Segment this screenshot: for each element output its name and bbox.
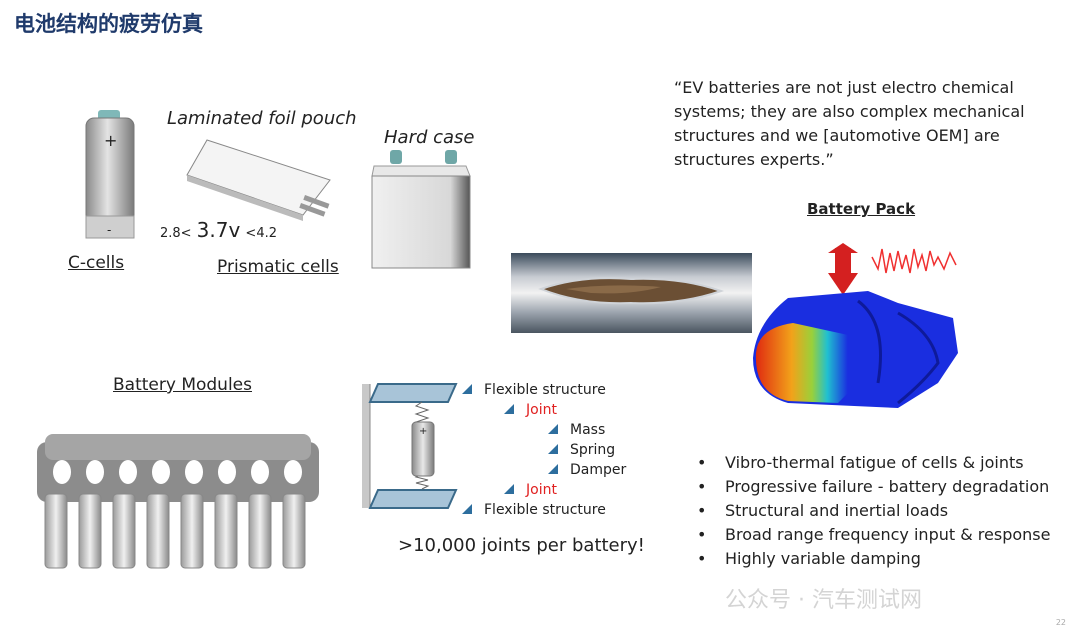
cell-minus-sign: - bbox=[107, 223, 111, 237]
battery-pack-fea-image bbox=[753, 243, 958, 408]
list-item: Structural and inertial loads bbox=[697, 499, 1050, 523]
tree-item-joint: Joint bbox=[462, 400, 626, 420]
challenges-list: Vibro-thermal fatigue of cells & joints … bbox=[697, 451, 1050, 571]
joint-cell-plus-sign: + bbox=[419, 426, 427, 437]
tree-item-damper: Damper bbox=[462, 460, 626, 480]
list-item: Vibro-thermal fatigue of cells & joints bbox=[697, 451, 1050, 475]
battery-pack-label: Battery Pack bbox=[807, 200, 916, 218]
tree-item-spring: Spring bbox=[462, 440, 626, 460]
c-cells-label: C-cells bbox=[68, 253, 125, 273]
tree-item-mass: Mass bbox=[462, 420, 626, 440]
page-title: 电池结构的疲劳仿真 bbox=[14, 12, 203, 36]
hard-case-label: Hard case bbox=[384, 127, 475, 148]
voltage-max: <4.2 bbox=[245, 226, 277, 241]
tree-item-flexible-structure: Flexible structure bbox=[462, 380, 626, 400]
cell-plus-sign: + bbox=[104, 131, 117, 150]
list-item: Highly variable damping bbox=[697, 547, 1050, 571]
fatigue-damage-photo bbox=[511, 253, 752, 333]
prismatic-cells-label: Prismatic cells bbox=[217, 257, 339, 277]
list-item: Progressive failure - battery degradatio… bbox=[697, 475, 1050, 499]
voltage-range: 2.8< 3.7v <4.2 bbox=[160, 218, 277, 242]
tree-item-flexible-structure: Flexible structure bbox=[462, 500, 626, 520]
ev-quote: “EV batteries are not just electro chemi… bbox=[674, 78, 1025, 169]
pouch-label: Laminated foil pouch bbox=[167, 108, 357, 129]
tree-item-joint: Joint bbox=[462, 480, 626, 500]
battery-modules-label: Battery Modules bbox=[113, 375, 252, 395]
page-number: 22 bbox=[1055, 618, 1066, 627]
list-item: Broad range frequency input & response bbox=[697, 523, 1050, 547]
voltage-min: 2.8< bbox=[160, 226, 192, 241]
joint-model-list: Flexible structure Joint Mass Spring Dam… bbox=[462, 380, 626, 520]
joint-model-diagram: + bbox=[362, 383, 458, 509]
c-cell-image: + - bbox=[85, 110, 135, 239]
voltage-nominal: 3.7v bbox=[196, 218, 241, 242]
pouch-cell-image bbox=[186, 139, 331, 221]
hard-case-cell-image bbox=[371, 150, 471, 269]
joints-count-text: >10,000 joints per battery! bbox=[398, 535, 645, 556]
battery-modules-image bbox=[37, 434, 319, 569]
watermark: 公众号 · 汽车测试网 bbox=[725, 588, 922, 613]
